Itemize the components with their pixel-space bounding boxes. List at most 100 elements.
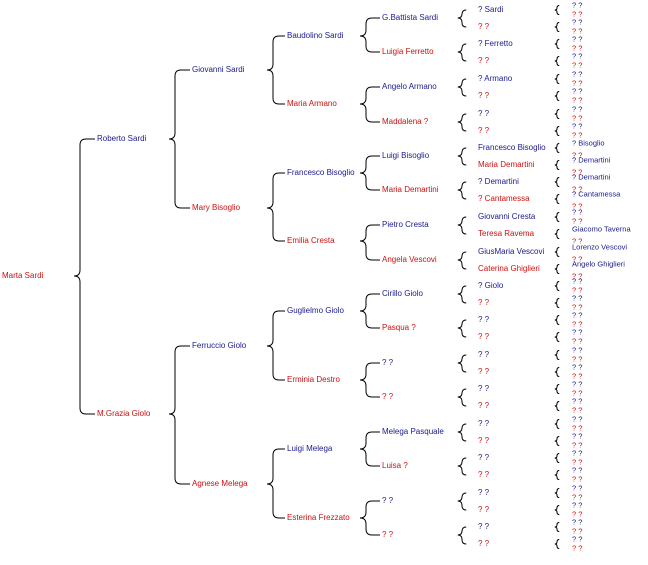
person-name-gen6: Angelo Ghiglieri <box>572 259 625 268</box>
person-name-gen4: Melega Pasquale <box>382 427 444 436</box>
person-name-gen6: ? ? <box>572 43 582 52</box>
person-name-gen6: ? Bisoglio <box>572 138 605 147</box>
person-name-gen6: ? ? <box>572 130 582 139</box>
parent-brace <box>554 177 560 187</box>
person-name-gen5: ? ? <box>478 522 490 531</box>
parent-brace <box>554 453 560 463</box>
parent-brace <box>554 39 560 49</box>
parent-brace <box>457 43 467 62</box>
person-name-gen2: Ferruccio Giolo <box>192 341 247 350</box>
person-name-gen6: ? ? <box>572 362 582 371</box>
parent-brace <box>359 17 373 53</box>
parent-brace <box>457 354 467 373</box>
person-name-gen5: ? ? <box>478 367 490 376</box>
person-name-gen5: GiusMaria Vescovi <box>478 247 544 256</box>
person-name-gen6: ? ? <box>572 396 582 405</box>
parent-brace <box>457 388 467 407</box>
parent-brace <box>554 91 560 101</box>
person-name-gen6: ? ? <box>572 371 582 380</box>
parent-brace <box>457 251 467 270</box>
person-name-gen5: ? ? <box>478 56 490 65</box>
person-name-gen6: ? ? <box>572 474 582 483</box>
person-name-gen6: ? ? <box>572 293 582 302</box>
person-name-gen3: Erminia Destro <box>287 375 340 384</box>
person-name-gen6: ? Demartini <box>572 172 611 181</box>
parent-brace <box>359 86 373 123</box>
person-name-gen6: ? ? <box>572 405 582 414</box>
parent-brace <box>457 9 467 28</box>
parent-brace <box>457 78 467 97</box>
parent-brace <box>266 448 280 519</box>
person-name-gen6: ? ? <box>572 310 582 319</box>
person-name-gen5: ? ? <box>478 401 490 410</box>
person-name-gen6: ? ? <box>572 379 582 388</box>
person-name-gen5: ? ? <box>478 453 490 462</box>
parent-brace <box>554 194 560 204</box>
person-name-gen5: ? Cantamessa <box>478 194 530 203</box>
person-name-gen6: ? ? <box>572 302 582 311</box>
person-name-gen5: ? ? <box>478 384 490 393</box>
person-name-gen5: ? ? <box>478 436 490 445</box>
parent-brace <box>266 310 280 381</box>
person-name-gen6: ? ? <box>572 26 582 35</box>
person-name-gen6: ? ? <box>572 150 582 159</box>
person-name-gen6: ? ? <box>572 184 582 193</box>
parent-brace <box>266 35 280 105</box>
person-name-gen4: Maddalena ? <box>382 117 429 126</box>
person-name-gen5: ? ? <box>478 332 490 341</box>
parent-brace <box>168 69 182 209</box>
person-name-gen6: ? ? <box>572 34 582 43</box>
person-name-gen4: ? ? <box>382 358 394 367</box>
person-name-gen6: ? ? <box>572 457 582 466</box>
parent-brace <box>554 419 560 429</box>
parent-brace <box>554 74 560 84</box>
person-name-gen6: ? ? <box>572 492 582 501</box>
parent-brace <box>359 500 373 536</box>
person-name-gen5: ? ? <box>478 488 490 497</box>
person-name-gen6: ? ? <box>572 500 582 509</box>
person-name-gen2: Giovanni Sardi <box>192 65 245 74</box>
person-name-gen6: ? ? <box>572 9 582 18</box>
parent-brace <box>554 160 560 170</box>
person-name-gen6: ? ? <box>572 51 582 60</box>
person-name-gen5: ? ? <box>478 505 490 514</box>
parent-brace <box>554 350 560 360</box>
person-name-gen6: ? ? <box>572 78 582 87</box>
parent-brace <box>168 345 182 485</box>
person-name-gen6: ? Demartini <box>572 155 611 164</box>
parent-brace <box>554 247 560 257</box>
person-name-gen3: Luigi Melega <box>287 444 333 453</box>
parent-brace <box>457 457 467 476</box>
person-name-gen6: ? ? <box>572 254 582 263</box>
person-name-gen6: ? ? <box>572 517 582 526</box>
person-name-gen3: Francesco Bisoglio <box>287 168 355 177</box>
person-name-gen4: G.Battista Sardi <box>382 13 438 22</box>
parent-brace <box>554 109 560 119</box>
parent-brace <box>457 423 467 442</box>
person-name-gen5: ? ? <box>478 539 490 548</box>
person-name-gen4: Pasqua ? <box>382 323 416 332</box>
person-name-gen5: ? ? <box>478 315 490 324</box>
person-name-gen5: ? Giolo <box>478 281 504 290</box>
person-name-gen6: ? ? <box>572 414 582 423</box>
person-name-gen6: ? ? <box>572 271 582 280</box>
person-name-gen5: ? ? <box>478 91 490 100</box>
parent-brace <box>457 319 467 338</box>
parent-brace <box>359 155 373 191</box>
parent-brace <box>554 229 560 239</box>
person-name-gen6: ? ? <box>572 69 582 78</box>
parent-brace <box>554 401 560 411</box>
person-name-gen6: ? ? <box>572 483 582 492</box>
person-name-gen5: ? ? <box>478 470 490 479</box>
person-name-gen6: ? ? <box>572 345 582 354</box>
person-name-gen6: ? ? <box>572 216 582 225</box>
person-name-gen5: ? ? <box>478 22 490 31</box>
person-name-gen4: Angelo Armano <box>382 82 437 91</box>
parent-brace <box>457 113 467 132</box>
parent-brace <box>554 298 560 308</box>
person-name-gen6: ? ? <box>572 201 582 210</box>
person-name-gen5: ? Armano <box>478 74 513 83</box>
person-name-gen4: ? ? <box>382 530 394 539</box>
person-name-gen6: ? ? <box>572 86 582 95</box>
